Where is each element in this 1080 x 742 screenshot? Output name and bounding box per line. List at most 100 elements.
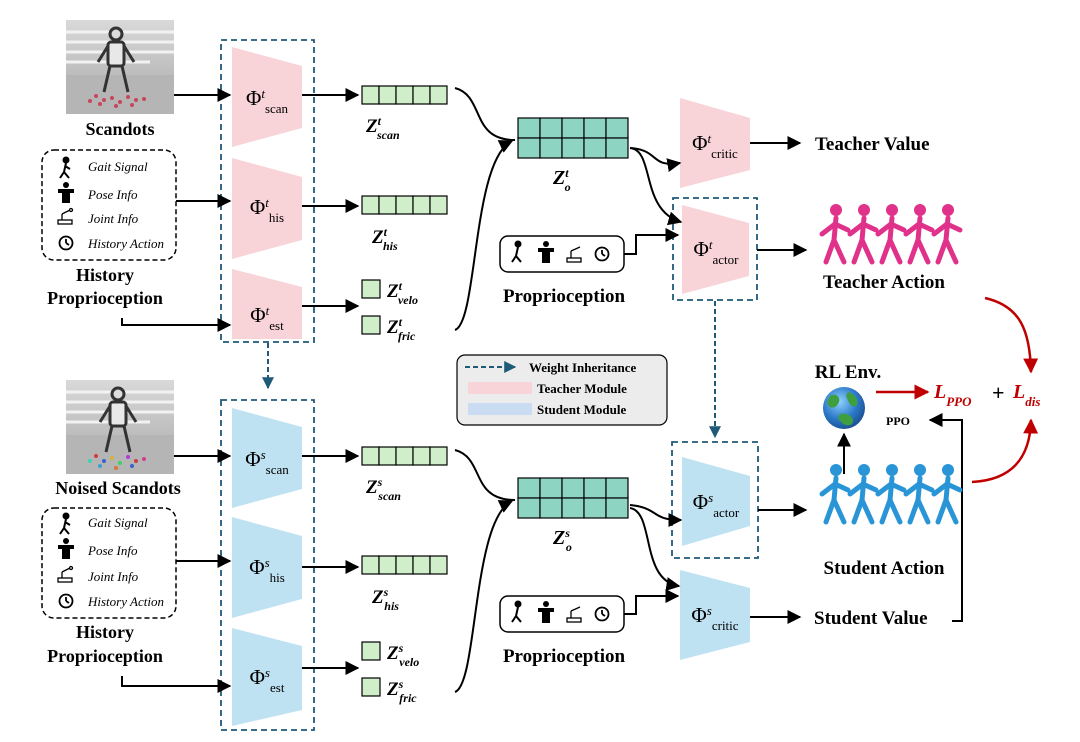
rl-env-label: RL Env.: [815, 362, 882, 383]
student-history-box: [41, 507, 177, 619]
robot-arm-icon: [566, 246, 582, 263]
merge-curve-bottom: [454, 140, 514, 331]
walking-person-icon: [59, 512, 71, 535]
loss-ppo: LPPO: [933, 381, 972, 409]
robot-arm-icon: [57, 565, 74, 583]
legend-student-swatch: [468, 403, 532, 415]
arrow-s-zo-to-critic: [629, 507, 681, 591]
robot-arm-icon: [57, 207, 74, 225]
student-actor: [682, 457, 750, 546]
walking-person-icon: [511, 600, 522, 623]
student-his-encoder-label: Φshis: [249, 555, 285, 585]
arrow-student-value-to-ppo: [928, 413, 963, 622]
teacher-proprio-label: Proprioception: [503, 286, 626, 307]
student-scan-encoder-label: Φsscan: [245, 447, 289, 477]
teacher-value-label: Teacher Value: [815, 134, 930, 155]
student-his-encoder: [232, 517, 302, 618]
teacher-hist-gait: Gait Signal: [88, 159, 148, 174]
student-est-encoder: [232, 628, 302, 726]
student-scandots-label: Noised Scandots: [55, 478, 181, 498]
student-est-encoder-label: Φsest: [250, 665, 285, 695]
teacher-hist-pose: Pose Info: [87, 187, 138, 202]
history-clock-icon: [594, 606, 610, 622]
legend-weight-inheritance: Weight Inheritance: [529, 360, 636, 375]
student-critic-label: Φscritic: [691, 603, 738, 633]
teacher-proprio-icons: [511, 240, 610, 263]
history-clock-icon: [594, 246, 610, 262]
arrow-teacher-action-to-ldis: [984, 296, 1039, 374]
pose-person-icon: [58, 182, 74, 203]
teacher-actor: [682, 205, 749, 294]
student-z-his-vector: [361, 555, 448, 575]
legend: Weight Inheritance Teacher Module Studen…: [456, 354, 668, 426]
walking-person-icon: [511, 240, 522, 263]
teacher-scandots-label: Scandots: [85, 119, 154, 139]
ppo-label: PPO: [886, 414, 910, 428]
student-z-scan-vector: [361, 446, 448, 466]
robot-arm-icon: [566, 606, 582, 623]
s-merge-curve-top: [454, 449, 516, 501]
merge-curve-top: [454, 87, 516, 141]
teacher-action-label: Teacher Action: [823, 272, 945, 293]
teacher-scan-encoder: [232, 47, 302, 147]
student-hist-joint: Joint Info: [88, 569, 139, 584]
history-clock-icon: [58, 235, 74, 251]
teacher-action-figures: [819, 204, 963, 265]
pose-person-icon: [538, 241, 554, 263]
teacher-scandots-image: [66, 20, 174, 114]
s-merge-curve-bottom: [454, 500, 514, 693]
teacher-critic: [680, 98, 750, 188]
earth-globe-icon: [823, 387, 865, 429]
history-clock-icon: [58, 593, 74, 609]
teacher-his-encoder: [232, 158, 302, 259]
loss-plus: +: [992, 380, 1005, 405]
teacher-history-label-2: Proprioception: [47, 288, 163, 308]
arrow-s-proprio-to-critic: [624, 589, 680, 615]
arrow-zo-to-actor: [629, 147, 683, 226]
teacher-history-label-1: History: [76, 265, 134, 285]
arrow-zo-to-critic: [629, 147, 682, 172]
student-proprio-icons: [511, 600, 610, 623]
student-value-label: Student Value: [814, 608, 928, 629]
student-hist-action: History Action: [87, 594, 164, 609]
legend-student-module: Student Module: [537, 402, 626, 417]
teacher-hist-action: History Action: [87, 236, 164, 251]
student-hist-gait: Gait Signal: [88, 515, 148, 530]
teacher-history-items: Gait Signal Pose Info Joint Info History…: [57, 156, 164, 251]
student-z-o-matrix: [517, 477, 629, 519]
student-history-label-2: Proprioception: [47, 646, 163, 666]
student-history-items: Gait Signal Pose Info Joint Info History…: [57, 512, 164, 609]
teacher-encoder-group: [220, 39, 315, 343]
legend-teacher-swatch: [468, 382, 532, 394]
student-action-label: Student Action: [824, 558, 945, 579]
teacher-est-encoder-label: Φtest: [250, 303, 284, 333]
teacher-z-scan-vector: [361, 85, 448, 105]
robot-icon: [98, 386, 138, 453]
student-history-label-1: History: [76, 622, 134, 642]
student-action-figures: [819, 464, 963, 525]
pose-person-icon: [538, 601, 554, 623]
teacher-his-encoder-label: Φthis: [250, 195, 284, 225]
arrow-student-proprio-to-est: [121, 676, 232, 693]
student-z-fric-cell: [361, 677, 381, 697]
pose-person-icon: [58, 538, 74, 559]
arrow-proprio-to-est: [121, 318, 232, 332]
student-scandots-image: [66, 380, 174, 474]
student-actor-group: [671, 441, 759, 559]
walking-person-icon: [59, 156, 71, 179]
student-proprio-label: Proprioception: [503, 646, 626, 667]
teacher-hist-joint: Joint Info: [88, 211, 139, 226]
teacher-history-box: [41, 149, 177, 261]
student-z-velo-cell: [361, 641, 381, 661]
robot-icon: [96, 26, 136, 93]
